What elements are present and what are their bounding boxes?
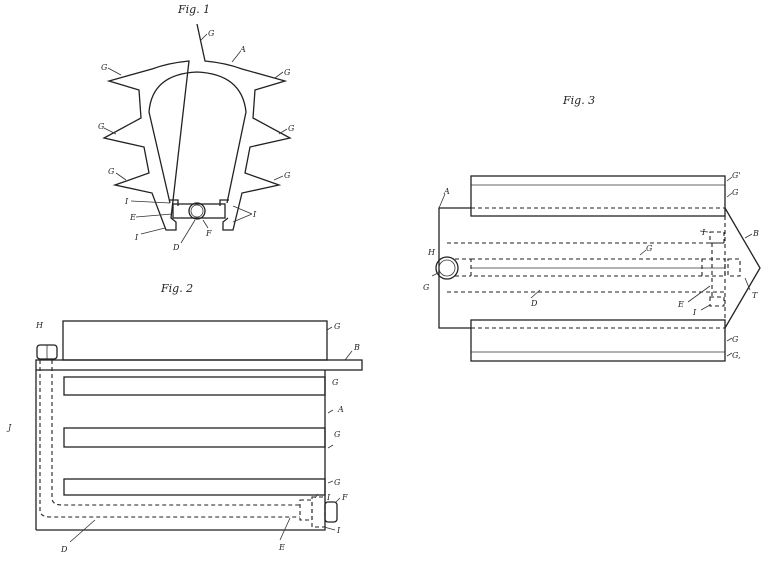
- label-b: B: [353, 343, 360, 352]
- label-h: H: [427, 248, 436, 257]
- fig2-bracket-i: [311, 496, 326, 528]
- label-g: G: [284, 171, 291, 180]
- fig2-fin: [63, 478, 326, 496]
- fig2-body: [35, 370, 326, 531]
- label-d: D: [530, 299, 538, 308]
- figure-3: Fig. 3 G' G A B I H G G D E T I G G,: [423, 94, 761, 362]
- label-g: G,: [732, 351, 741, 360]
- label-j: J: [6, 423, 12, 432]
- fig2-fin: [63, 427, 326, 448]
- label-d: D: [172, 243, 180, 252]
- figure-1: Fig. 1 G A G G G G G G I E I D F I: [98, 3, 295, 252]
- fig3-top-fin: [470, 175, 726, 217]
- label-g: G: [334, 478, 341, 487]
- label-i: I: [701, 228, 706, 237]
- label-g: G: [98, 122, 105, 131]
- label-e: E: [677, 300, 684, 309]
- fig1-title: Fig. 1: [177, 3, 210, 16]
- fig2-pipe-d: [39, 360, 325, 518]
- fig3-title: Fig. 3: [562, 94, 595, 107]
- fig1-pipe: [188, 202, 206, 220]
- fig3-bottom-fin: [470, 319, 726, 362]
- label-i: I: [692, 308, 697, 317]
- label-i: I: [134, 233, 139, 242]
- fig1-channel: [172, 203, 226, 219]
- label-a: A: [443, 187, 450, 196]
- fig2-leaders: [69, 326, 353, 543]
- label-g: G: [423, 283, 430, 292]
- label-a: A: [239, 45, 246, 54]
- label-e: E: [129, 213, 136, 222]
- figure-2: Fig. 2 H G B G A G G I F I E D J: [6, 282, 363, 554]
- label-g: G: [732, 335, 739, 344]
- fig3-bracket-i: [709, 231, 725, 244]
- label-i: I: [326, 493, 331, 502]
- label-g: G: [208, 29, 215, 38]
- fig3-leaders: [431, 176, 753, 357]
- label-g: G: [334, 430, 341, 439]
- label-g: G: [108, 167, 115, 176]
- fig3-pipe-d: [470, 258, 726, 277]
- fig2-top-fin: [62, 320, 328, 361]
- fig1-lips: [169, 199, 229, 206]
- label-i: I: [252, 210, 257, 219]
- label-i: I: [336, 526, 341, 535]
- label-g: G: [284, 68, 291, 77]
- label-e: E: [278, 543, 285, 552]
- fig3-plate-b: [724, 207, 761, 329]
- fig2-fin: [63, 376, 326, 396]
- fig1-leaders: [103, 33, 288, 244]
- label-f: F: [205, 229, 212, 238]
- label-g: G: [101, 63, 108, 72]
- label-g: G: [332, 378, 339, 387]
- label-t: T: [752, 291, 758, 300]
- label-b: B: [752, 229, 759, 238]
- fig2-plate-b: [35, 359, 363, 371]
- fig1-inner-profile: [148, 71, 247, 204]
- label-f: F: [341, 493, 348, 502]
- fig3-nut-t: [727, 258, 741, 277]
- fig3-bolt-h: [435, 256, 459, 280]
- fig3-coupling-e: [701, 258, 726, 277]
- label-d: D: [60, 545, 68, 554]
- label-g-prime: G': [732, 171, 741, 180]
- label-a: A: [337, 405, 344, 414]
- label-g: G: [646, 244, 653, 253]
- fig3-bolt-inner: [438, 259, 456, 277]
- label-g: G: [732, 188, 739, 197]
- label-h: H: [35, 321, 44, 330]
- fig3-bracket-i: [709, 296, 725, 307]
- fig1-pipe-inner: [190, 204, 204, 218]
- label-g: G: [288, 124, 295, 133]
- label-i: I: [124, 197, 129, 206]
- fig2-title: Fig. 2: [160, 282, 193, 295]
- fig2-nut-f: [324, 501, 338, 523]
- fig1-outer-profile: [102, 23, 292, 231]
- fig2-coupling-e: [299, 499, 313, 521]
- label-g: G: [334, 322, 341, 331]
